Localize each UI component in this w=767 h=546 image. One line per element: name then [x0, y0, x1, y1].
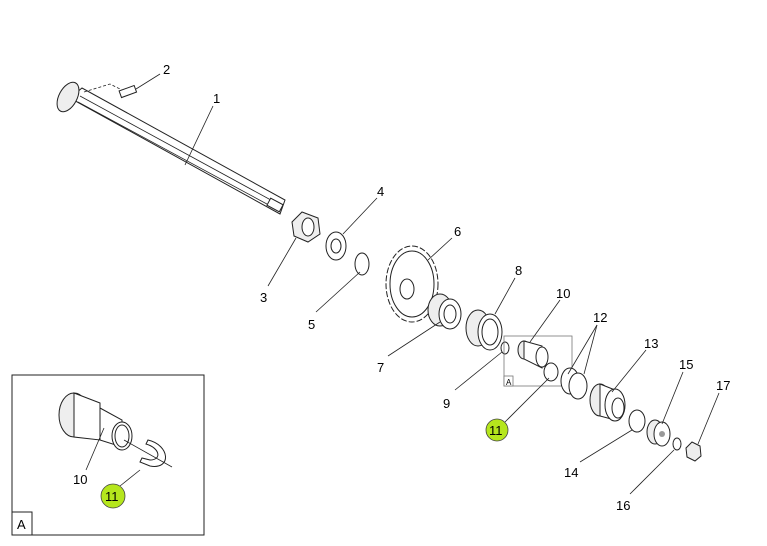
part-17[interactable]	[685, 441, 702, 462]
label-16: 16	[616, 498, 630, 513]
label-3: 3	[260, 290, 267, 305]
part-5[interactable]	[354, 252, 370, 276]
label-6: 6	[454, 224, 461, 239]
part-3[interactable]	[291, 211, 321, 243]
label-8: 8	[515, 263, 522, 278]
label-4: 4	[377, 184, 384, 199]
label-5: 5	[308, 317, 315, 332]
detail-callout-11[interactable]: 11	[100, 483, 126, 509]
detail-label-10: 10	[73, 472, 87, 487]
part-7[interactable]	[427, 293, 462, 330]
detail-label-11: 11	[105, 489, 119, 504]
callout-11[interactable]: 11	[485, 418, 509, 442]
label-17: 17	[716, 378, 730, 393]
detail-reference-box: A	[503, 335, 573, 387]
label-9: 9	[443, 396, 450, 411]
part-14[interactable]	[628, 409, 646, 433]
part-bolt[interactable]	[83, 83, 138, 99]
part-11[interactable]	[543, 362, 559, 382]
part-shaft[interactable]	[53, 79, 286, 215]
part-15[interactable]	[646, 419, 671, 447]
label-2: 2	[163, 62, 170, 77]
label-10: 10	[556, 286, 570, 301]
detail-inset-a: A 10 11	[11, 374, 205, 536]
detail-marker-label: A	[506, 378, 512, 387]
label-7: 7	[377, 360, 384, 375]
label-12: 12	[593, 310, 607, 325]
part-6[interactable]	[385, 245, 439, 323]
part-16[interactable]	[672, 437, 682, 451]
part-13[interactable]	[589, 383, 626, 422]
detail-part-10[interactable]	[58, 392, 133, 451]
part-9[interactable]	[500, 341, 510, 355]
label-11: 11	[489, 423, 503, 438]
part-4[interactable]	[325, 231, 347, 261]
leader-lines	[135, 73, 720, 495]
label-13: 13	[644, 336, 658, 351]
label-1: 1	[213, 91, 220, 106]
part-8[interactable]	[465, 309, 503, 351]
part-12[interactable]	[560, 367, 588, 400]
label-15: 15	[679, 357, 693, 372]
part-10[interactable]	[517, 340, 549, 369]
detail-ref-label: A	[17, 517, 26, 532]
label-14: 14	[564, 465, 578, 480]
